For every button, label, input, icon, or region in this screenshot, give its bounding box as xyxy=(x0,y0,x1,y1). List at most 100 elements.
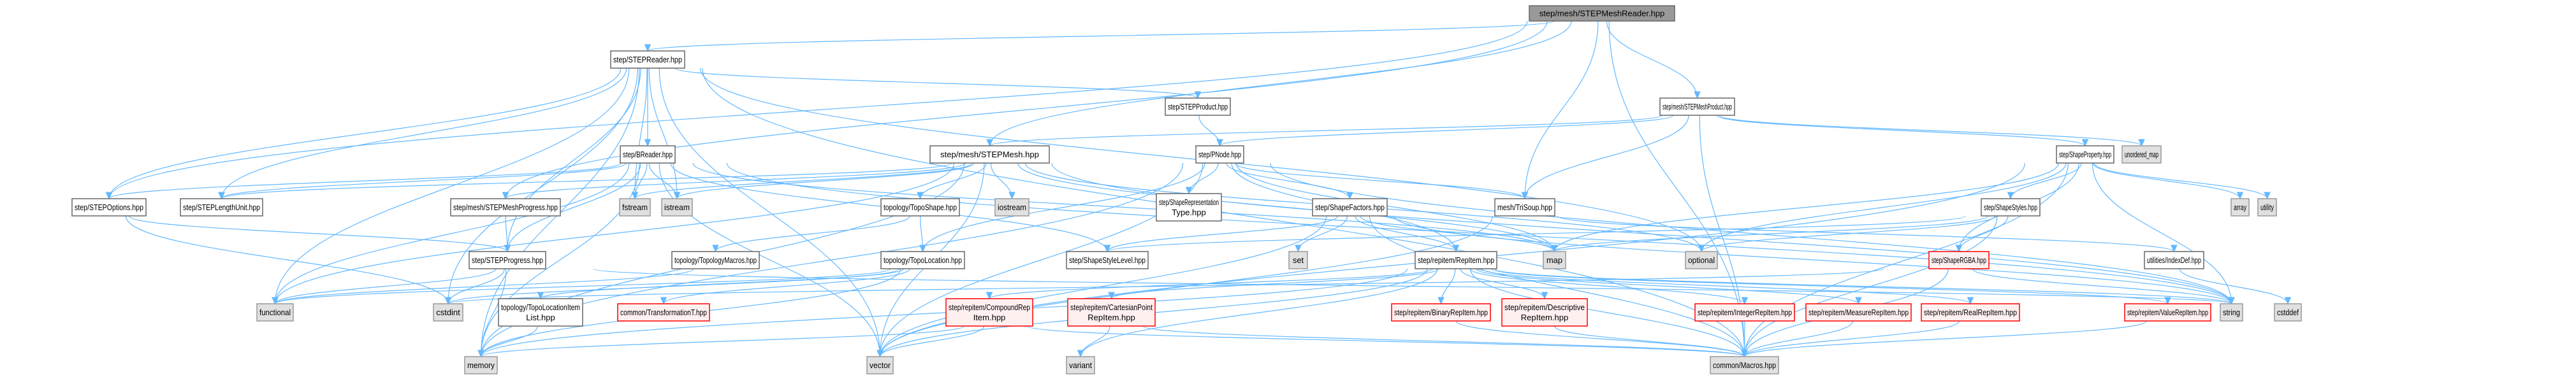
node-box[interactable] xyxy=(945,298,1033,327)
node-memory[interactable]: memory xyxy=(464,356,498,374)
node-box[interactable] xyxy=(1494,198,1555,217)
node-ShapeStyles[interactable]: step/ShapeStyles.hpp xyxy=(1981,198,2041,217)
node-box[interactable] xyxy=(1312,198,1388,217)
node-set[interactable]: set xyxy=(1288,251,1308,269)
node-box[interactable] xyxy=(180,198,263,217)
node-ShapeProperty[interactable]: step/ShapeProperty.hpp xyxy=(2056,145,2114,164)
node-box[interactable] xyxy=(1501,298,1588,327)
node-box[interactable] xyxy=(1415,251,1497,269)
node-box[interactable] xyxy=(866,356,894,374)
node-unordered_map[interactable]: unordered_map xyxy=(2121,145,2162,164)
node-optional[interactable]: optional xyxy=(1685,251,1718,269)
node-STEPReader[interactable]: step/STEPReader.hpp xyxy=(610,50,685,69)
node-cstdint[interactable]: cstdint xyxy=(433,303,463,322)
node-TriSoup[interactable]: mesh/TriSoup.hpp xyxy=(1494,198,1555,217)
node-box[interactable] xyxy=(619,198,651,217)
node-BinaryRepItem[interactable]: step/repitem/BinaryRepItem.hpp xyxy=(1391,303,1491,322)
node-box[interactable] xyxy=(1288,251,1308,269)
node-box[interactable] xyxy=(256,303,294,322)
node-ShapeRGBA[interactable]: step/ShapeRGBA.hpp xyxy=(1928,251,1990,269)
node-iostream[interactable]: iostream xyxy=(994,198,1030,217)
node-box[interactable] xyxy=(1694,303,1795,322)
node-box[interactable] xyxy=(464,356,498,374)
node-box[interactable] xyxy=(450,198,561,217)
node-ValueRepItem[interactable]: step/repitem/ValueRepItem.hpp xyxy=(2124,303,2211,322)
node-Macros[interactable]: common/Macros.hpp xyxy=(1710,356,1779,374)
node-box[interactable] xyxy=(1066,251,1149,269)
node-STEPOptions[interactable]: step/STEPOptions.hpp xyxy=(71,198,147,217)
node-box[interactable] xyxy=(469,251,546,269)
node-RealRepItem[interactable]: step/repitem/RealRepItem.hpp xyxy=(1921,303,2020,322)
node-TransformationT[interactable]: common/TransformationT.hpp xyxy=(617,303,710,322)
node-box[interactable] xyxy=(1981,198,2041,217)
node-box[interactable] xyxy=(1543,251,1566,269)
node-box[interactable] xyxy=(1659,97,1735,116)
node-IntegerRepItem[interactable]: step/repitem/IntegerRepItem.hpp xyxy=(1694,303,1795,322)
node-box[interactable] xyxy=(1067,298,1156,327)
node-TopoLocation[interactable]: topology/TopoLocation.hpp xyxy=(880,251,965,269)
node-box[interactable] xyxy=(71,198,147,217)
node-box[interactable] xyxy=(610,50,685,69)
node-box[interactable] xyxy=(1165,97,1231,116)
node-box[interactable] xyxy=(2144,251,2204,269)
node-functional[interactable]: functional xyxy=(256,303,294,322)
node-box[interactable] xyxy=(1710,356,1779,374)
node-box[interactable] xyxy=(661,198,693,217)
node-box[interactable] xyxy=(1391,303,1491,322)
node-BReader[interactable]: step/BReader.hpp xyxy=(620,145,676,164)
node-PNode[interactable]: step/PNode.hpp xyxy=(1195,145,1244,164)
node-map[interactable]: map xyxy=(1543,251,1566,269)
node-TopoShape[interactable]: topology/TopoShape.hpp xyxy=(880,198,960,217)
node-box[interactable] xyxy=(1928,251,1990,269)
node-string[interactable]: string xyxy=(2220,303,2243,322)
node-array[interactable]: array xyxy=(2230,198,2250,217)
node-box[interactable] xyxy=(994,198,1030,217)
node-box[interactable] xyxy=(498,298,583,327)
node-box[interactable] xyxy=(1156,193,1222,222)
node-STEPProgress[interactable]: step/STEPProgress.hpp xyxy=(469,251,546,269)
node-variant[interactable]: variant xyxy=(1066,356,1095,374)
node-box[interactable] xyxy=(2124,303,2211,322)
node-vector[interactable]: vector xyxy=(866,356,894,374)
node-box[interactable] xyxy=(929,145,1050,164)
node-box[interactable] xyxy=(2230,198,2250,217)
node-IndexDef[interactable]: utilities/IndexDef.hpp xyxy=(2144,251,2204,269)
node-box[interactable] xyxy=(1805,303,1912,322)
node-ShapeStyleLevel[interactable]: step/ShapeStyleLevel.hpp xyxy=(1066,251,1149,269)
node-STEPProduct[interactable]: step/STEPProduct.hpp xyxy=(1165,97,1231,116)
node-STEPMesh[interactable]: step/mesh/STEPMesh.hpp xyxy=(929,145,1050,164)
node-box[interactable] xyxy=(2121,145,2162,164)
node-STEPLengthUnit[interactable]: step/STEPLengthUnit.hpp xyxy=(180,198,263,217)
node-box[interactable] xyxy=(1921,303,2020,322)
node-box[interactable] xyxy=(433,303,463,322)
node-box[interactable] xyxy=(1529,5,1675,22)
node-box[interactable] xyxy=(2220,303,2243,322)
node-istream[interactable]: istream xyxy=(661,198,693,217)
node-fstream[interactable]: fstream xyxy=(619,198,651,217)
node-MeasureRepItem[interactable]: step/repitem/MeasureRepItem.hpp xyxy=(1805,303,1912,322)
node-utility[interactable]: utility xyxy=(2257,198,2277,217)
node-STEPMeshReader[interactable]: step/mesh/STEPMeshReader.hpp xyxy=(1529,5,1675,22)
node-box[interactable] xyxy=(617,303,710,322)
node-cstddef[interactable]: cstddef xyxy=(2274,303,2302,322)
node-box[interactable] xyxy=(620,145,676,164)
node-box[interactable] xyxy=(671,251,760,269)
node-ShapeFactors[interactable]: step/ShapeFactors.hpp xyxy=(1312,198,1388,217)
node-STEPMeshProduct[interactable]: step/mesh/STEPMeshProduct.hpp xyxy=(1659,97,1735,116)
node-box[interactable] xyxy=(880,198,960,217)
node-box[interactable] xyxy=(1195,145,1244,164)
node-box[interactable] xyxy=(1685,251,1718,269)
node-box[interactable] xyxy=(1066,356,1095,374)
node-box[interactable] xyxy=(2257,198,2277,217)
node-box[interactable] xyxy=(2056,145,2114,164)
node-box[interactable] xyxy=(2274,303,2302,322)
node-RepItem[interactable]: step/repitem/RepItem.hpp xyxy=(1415,251,1497,269)
node-STEPMeshProgress[interactable]: step/mesh/STEPMeshProgress.hpp xyxy=(450,198,561,217)
node-TopologyMacros[interactable]: topology/TopologyMacros.hpp xyxy=(671,251,760,269)
node-box[interactable] xyxy=(880,251,965,269)
